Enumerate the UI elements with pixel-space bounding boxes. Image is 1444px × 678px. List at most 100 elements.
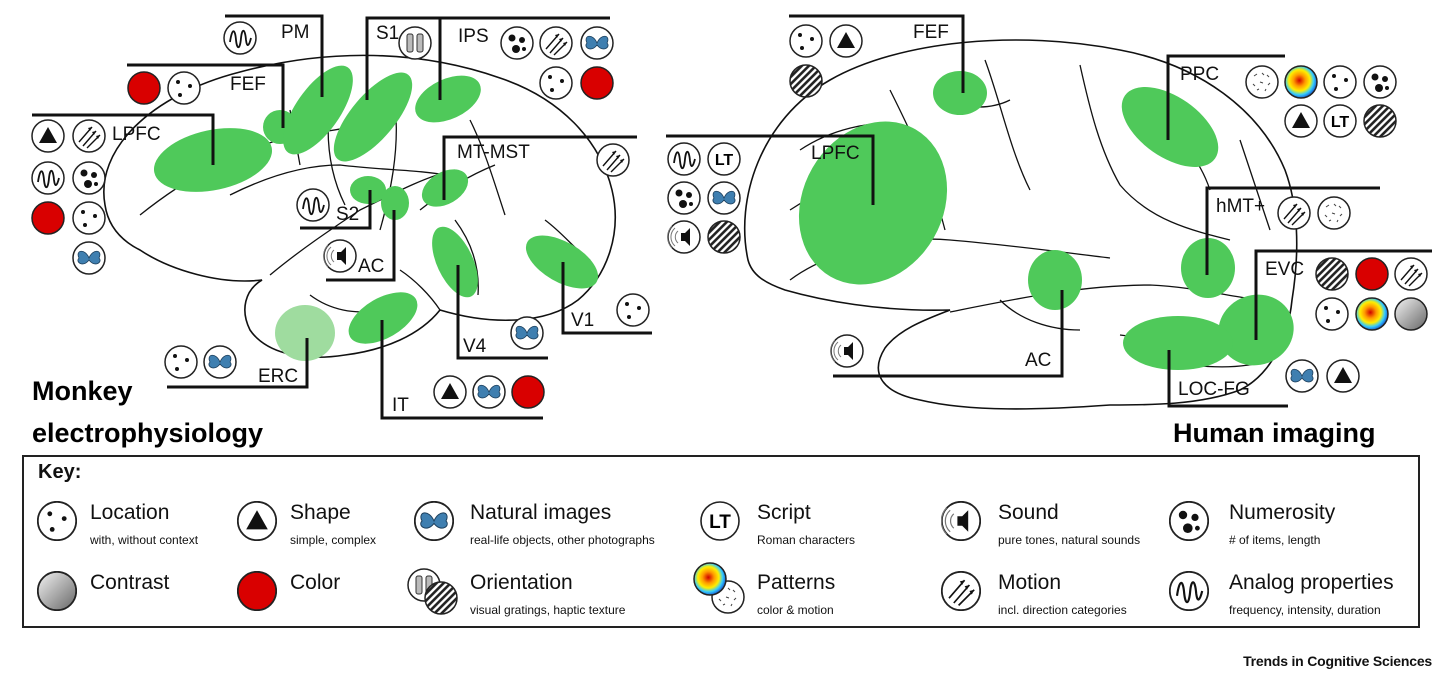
shape-icon (433, 375, 467, 409)
key-title: Key: (38, 461, 82, 483)
orientation-icon (707, 220, 741, 254)
script-icon (1323, 104, 1357, 138)
location-icon (167, 71, 201, 105)
numerosity-icon (1169, 501, 1209, 541)
human-label-lpfc: LPFC (811, 143, 860, 164)
analog-properties-icon (296, 188, 330, 222)
monkey-region-it (348, 292, 418, 344)
orientation-icon (789, 64, 823, 98)
color-icon (237, 571, 277, 611)
human-region-fef (933, 71, 987, 115)
shape-icon (31, 119, 65, 153)
orientation-icon (398, 26, 432, 60)
key-item-label: Analog properties (1229, 571, 1394, 594)
natural-images-icon (1285, 359, 1319, 393)
monkey-region-ac (381, 186, 409, 220)
location-icon (616, 293, 650, 327)
numerosity-icon (1363, 65, 1397, 99)
human-region-ppc (1121, 87, 1219, 167)
monkey-label-s2: S2 (336, 204, 359, 225)
numerosity-icon (500, 26, 534, 60)
monkey-label-erc: ERC (258, 366, 298, 387)
location-icon (1315, 297, 1349, 331)
monkey-label-s1: S1 (376, 23, 399, 44)
key-item-sub: with, without context (90, 533, 199, 547)
monkey-label-mt-mst: MT-MST (457, 142, 530, 163)
monkey-region-pm (283, 65, 353, 155)
human-label-hmt: hMT+ (1216, 196, 1265, 217)
patterns-icon (1284, 65, 1318, 99)
monkey-region-v4 (432, 226, 478, 298)
key-item-sub: # of items, length (1229, 533, 1321, 547)
key-item-sub: incl. direction categories (998, 603, 1127, 617)
monkey-label-lpfc: LPFC (112, 124, 161, 145)
monkey-leader-lines (32, 14, 652, 420)
monkey-label-fef: FEF (230, 74, 266, 95)
orientation-icon (407, 568, 458, 615)
monkey-region-s2 (350, 176, 386, 204)
shape-icon (1284, 104, 1318, 138)
location-icon (72, 201, 106, 235)
human-label-fef: FEF (913, 22, 949, 43)
patterns-icon (1245, 65, 1279, 99)
color-icon (127, 71, 161, 105)
color-icon (580, 66, 614, 100)
key-item-label: Numerosity (1229, 501, 1336, 524)
natural-images-icon (510, 316, 544, 350)
human-label-ppc: PPC (1180, 64, 1219, 85)
analog-properties-icon (667, 142, 701, 176)
analog-properties-icon (223, 21, 257, 55)
motion-icon (596, 143, 630, 177)
numerosity-icon (667, 181, 701, 215)
key-item-label: Contrast (90, 571, 170, 594)
key-item-sub: real-life objects, other photographs (470, 533, 655, 547)
contrast-icon (1394, 297, 1428, 331)
monkey-label-pm: PM (281, 22, 310, 43)
shape-icon (829, 24, 863, 58)
monkey-brain: PM S1 IPS FEF LPFC MT-MST S2 AC V1 V4 ER… (31, 14, 652, 420)
monkey-label-v1: V1 (571, 310, 594, 331)
motion-icon (72, 119, 106, 153)
color-icon (31, 201, 65, 235)
script-icon: LT (700, 501, 740, 541)
sound-icon (666, 220, 701, 254)
motion-icon (1277, 196, 1311, 230)
key-item-sub: visual gratings, haptic texture (470, 603, 626, 617)
key-legend: Key: Location with, without context Shap… (22, 455, 1420, 628)
key-item-sub: Roman characters (757, 533, 856, 547)
natural-images-icon (707, 181, 741, 215)
human-label-evc: EVC (1265, 259, 1304, 280)
sound-icon (829, 334, 864, 368)
orientation-icon (1315, 257, 1349, 291)
contrast-icon (37, 571, 77, 611)
key-item-sub: frequency, intensity, duration (1229, 603, 1381, 617)
sound-icon (941, 501, 981, 541)
key-item-label: Natural images (470, 501, 612, 524)
monkey-title-line1: Monkey (32, 376, 133, 406)
human-label-loc-fg: LOC-FG (1178, 379, 1250, 400)
key-item-label: Orientation (470, 571, 573, 594)
key-item-label: Script (757, 501, 811, 524)
color-icon (511, 375, 545, 409)
analog-properties-icon (31, 161, 65, 195)
key-item-label: Sound (998, 501, 1059, 524)
location-icon (1323, 65, 1357, 99)
natural-images-icon (414, 501, 454, 541)
color-icon (1355, 257, 1389, 291)
shape-icon (237, 501, 277, 541)
monkey-regions (153, 65, 599, 361)
natural-images-icon (472, 375, 506, 409)
location-icon (164, 345, 198, 379)
key-item-label: Motion (998, 571, 1062, 594)
orientation-icon (1363, 104, 1397, 138)
key-item-label: Color (290, 571, 341, 594)
shape-icon (1326, 359, 1360, 393)
natural-images-icon (580, 26, 614, 60)
human-brain: FEF PPC LPFC hMT+ EVC AC LOC-FG (666, 14, 1432, 410)
motion-icon (941, 571, 981, 611)
monkey-region-s1 (333, 72, 413, 162)
human-region-ac (1028, 250, 1082, 310)
location-icon (37, 501, 77, 541)
patterns-icon (1317, 196, 1351, 230)
analog-properties-icon (1169, 571, 1209, 611)
